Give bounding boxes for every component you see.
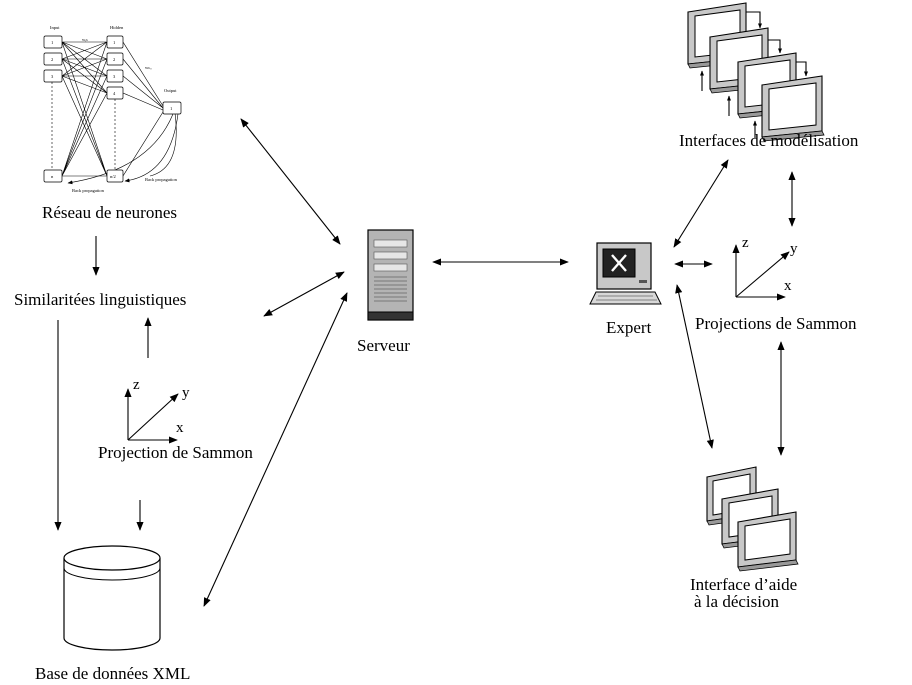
arrow-expert-decision — [675, 284, 714, 449]
nn-hidden-node — [106, 35, 124, 49]
nn-input-label: 3 — [51, 74, 54, 79]
neural-net-label: Réseau de neurones — [42, 203, 177, 222]
axis-x-label: x — [176, 420, 184, 436]
nn-backprop-label: Back propagation — [145, 177, 178, 182]
server-icon — [367, 229, 414, 321]
nn-hidden-label: n/2 — [110, 174, 116, 179]
nn-input-node — [43, 169, 63, 183]
nn-hidden-node — [106, 86, 124, 100]
nn-output-node — [162, 101, 182, 115]
nn-weight-ho: wₕₒ — [145, 65, 152, 70]
left-flow-arrows — [54, 236, 152, 531]
projection-left-label: Projection de Sammon — [98, 443, 253, 462]
nn-hidden-node — [106, 69, 124, 83]
nn-connections — [51, 41, 179, 185]
nn-hidden-node — [106, 169, 124, 183]
arrow-similarity-server — [263, 271, 345, 317]
nn-hidden-label: 2 — [113, 57, 115, 62]
axis-x-label: x — [784, 278, 792, 294]
nn-input-node — [43, 35, 63, 49]
similarities-label: Similaritées linguistiques — [14, 290, 186, 309]
decision-interfaces-icon — [706, 466, 799, 572]
server-arrows — [203, 118, 569, 607]
nn-hidden-label: 3 — [113, 74, 116, 79]
nn-input-label: 1 — [51, 40, 53, 45]
decision-label-line1: Interface d’aide — [690, 575, 797, 594]
nn-backprop-label: Back propagation — [72, 188, 105, 193]
nn-input-node — [43, 69, 63, 83]
projections-right-label: Projections de Sammon — [695, 314, 857, 333]
axis-y-label: y — [182, 385, 190, 401]
modeling-interfaces-icon — [687, 2, 825, 142]
monitor-link-arrows — [700, 11, 808, 138]
nn-hidden-label: 1 — [113, 40, 115, 45]
nn-hidden-layer: 1 2 3 4 n/2 — [106, 35, 124, 183]
nn-input-title: Input — [50, 25, 60, 30]
nn-input-label: n — [51, 174, 54, 179]
axis-z-label: z — [133, 377, 140, 393]
sammon-axes-right: z y x — [732, 235, 798, 301]
arrow-database-server — [203, 292, 348, 607]
modeling-interfaces-label: Interfaces de modélisation — [679, 131, 859, 150]
axis-y-label: y — [790, 241, 798, 257]
nn-output-title: Output — [164, 88, 177, 93]
axis-z-label: z — [742, 235, 749, 251]
decision-label-line2: à la décision — [694, 592, 779, 611]
nn-input-node — [43, 52, 63, 66]
monitor — [761, 75, 825, 142]
server-label: Serveur — [357, 336, 410, 355]
expert-arrows — [673, 159, 796, 456]
nn-hidden-title: Hidden — [110, 25, 124, 30]
nn-input-label: 2 — [51, 57, 53, 62]
database-label: Base de données XML — [35, 664, 190, 683]
nn-weight-ih: wᵢₕ — [82, 37, 88, 42]
nn-input-layer: 1 2 3 n — [43, 35, 63, 183]
neural-network-figure: Input Hidden Output wᵢₕ wₕₒ 1 2 3 n — [43, 25, 182, 193]
sammon-axes-left: z y x — [124, 377, 190, 444]
arrow-net-server — [240, 118, 341, 245]
nn-hidden-node — [106, 52, 124, 66]
nn-hidden-label: 4 — [113, 91, 116, 96]
expert-label: Expert — [606, 318, 652, 337]
expert-computer-icon — [589, 242, 662, 305]
nn-output-label: 1 — [170, 106, 172, 111]
database-icon — [63, 545, 161, 651]
arrow-expert-modeling — [673, 159, 729, 248]
monitor — [737, 511, 799, 572]
